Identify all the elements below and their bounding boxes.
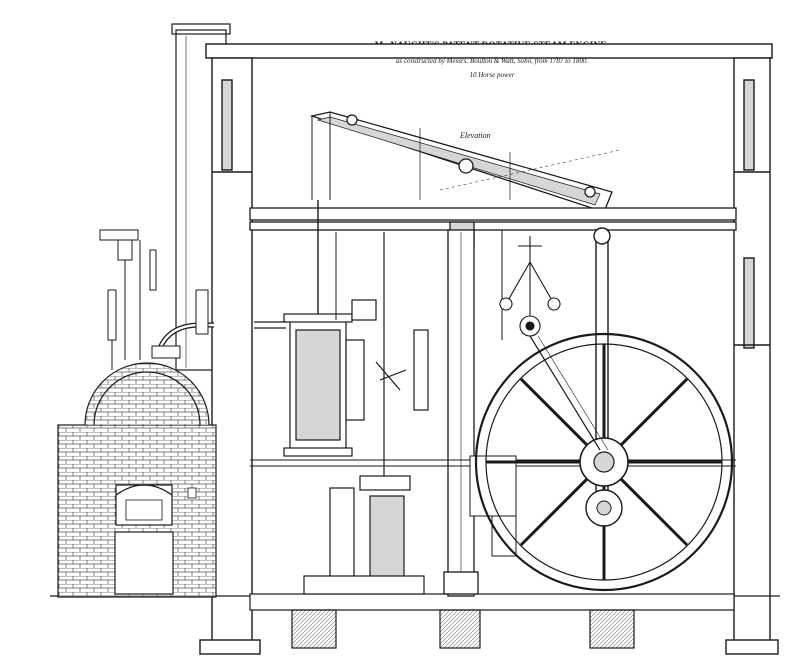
drawing-power: 10 Horse power — [469, 71, 514, 79]
foundation — [50, 593, 780, 649]
entablature-beam — [249, 207, 737, 247]
boiler — [57, 362, 217, 598]
drawing-subtitle: as constructed by Messrs. Boulton & Watt… — [396, 57, 588, 65]
walking-beam — [309, 111, 621, 213]
main-column — [443, 229, 479, 597]
boiler-gauges — [99, 229, 214, 370]
condenser — [303, 232, 425, 595]
cylinder — [254, 200, 429, 457]
flywheel — [474, 332, 734, 592]
governor — [499, 236, 561, 337]
sun-planet-gear — [529, 335, 609, 451]
cross-rails — [250, 455, 736, 557]
view-label: Elevation — [459, 131, 491, 140]
engine-house-frame — [199, 43, 779, 655]
